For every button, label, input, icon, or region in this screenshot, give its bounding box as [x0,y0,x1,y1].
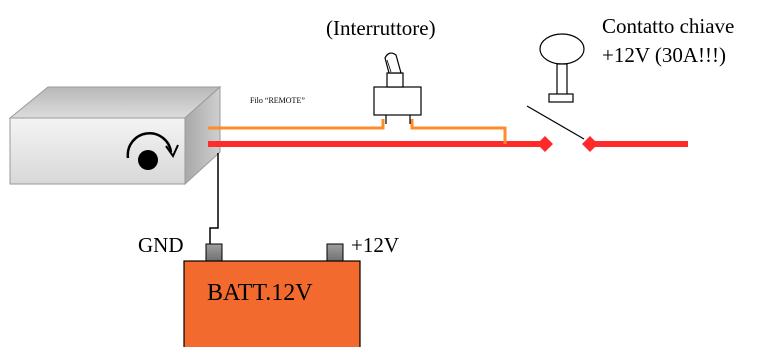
battery-body [183,260,361,347]
amplifier-box-top [8,86,222,119]
remote-wire-label: Filo “REMOTE” [250,96,305,105]
toggle-switch-icon [373,52,422,124]
gain-knob-icon [126,132,179,170]
battery [183,243,361,347]
key-contact-blade [526,105,585,140]
remote-wire-out [410,119,507,144]
plus12-label: +12V [351,233,399,257]
power-wire-contact-left [537,136,553,152]
amplifier-box-front [9,117,186,185]
power-wire-contact-right [582,136,598,152]
amplifier-box [8,85,222,186]
gnd-label: GND [138,233,184,257]
remote-wire [208,119,385,130]
battery-terminal-positive [326,243,344,262]
ignition-key-icon [539,33,585,103]
battery-terminal-negative [205,243,223,262]
key-label-line1: Contatto chiave [602,14,734,38]
switch-label: (Interruttore) [326,16,436,40]
key-label-line2: +12V (30A!!!) [602,43,726,67]
battery-label: BATT.12V [207,280,313,306]
ground-wire [209,153,219,244]
